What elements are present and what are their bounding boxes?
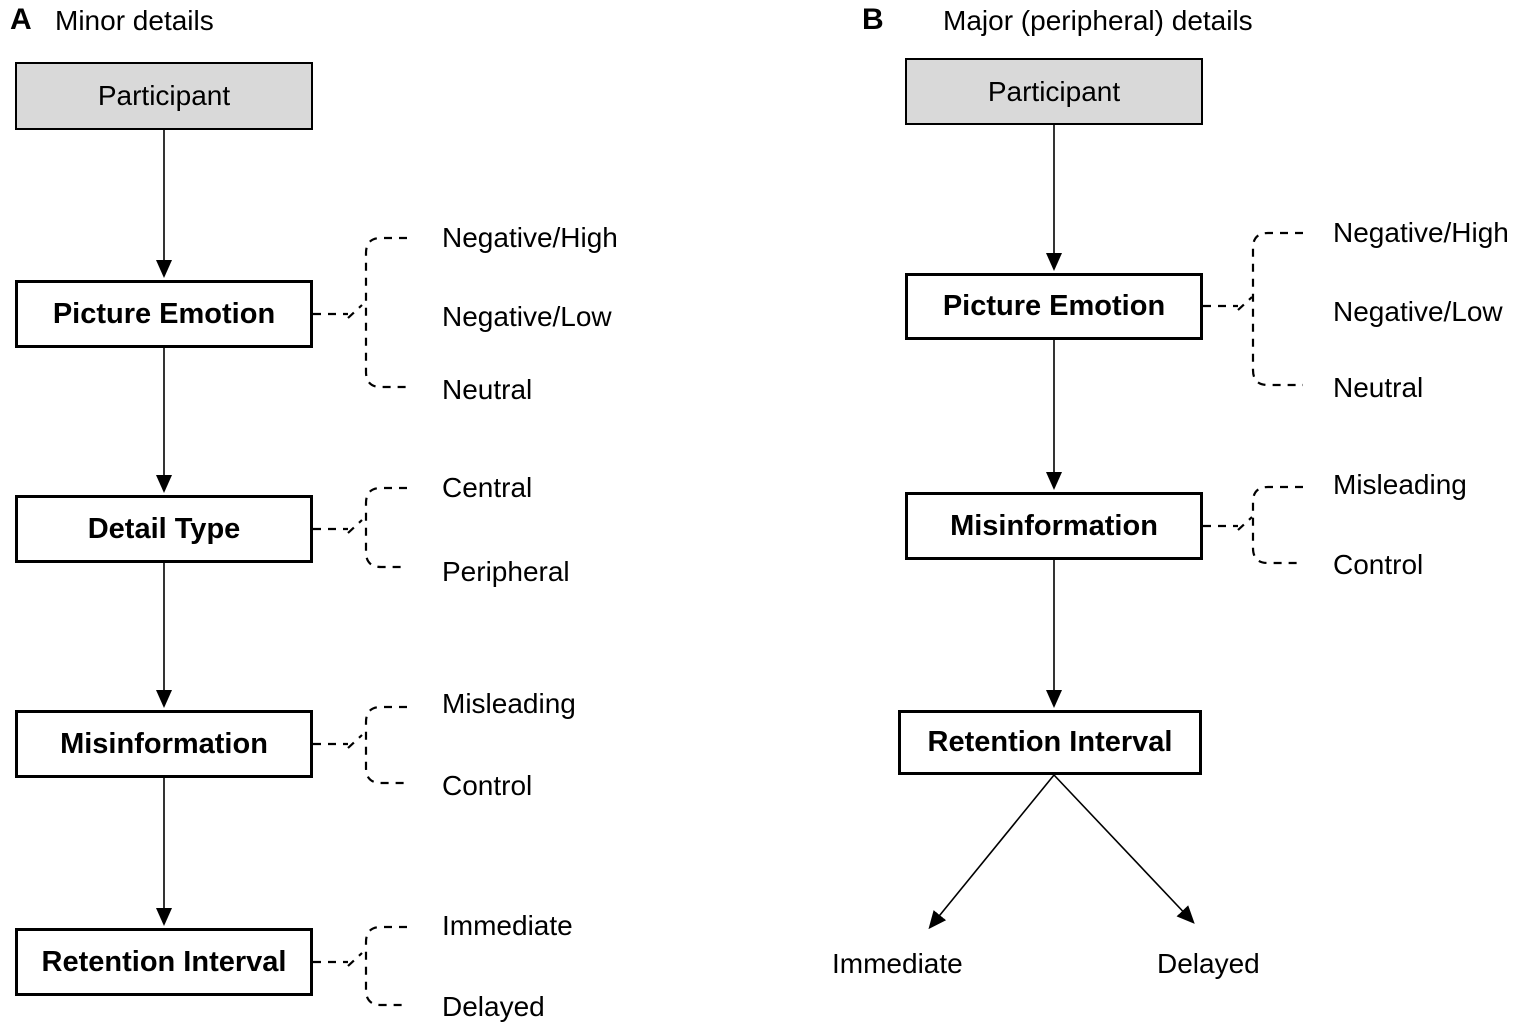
arrow-b-retention-to-immediate xyxy=(928,774,1055,930)
option-b-negative-high: Negative/High xyxy=(1333,217,1509,248)
panel-a-label: A xyxy=(10,3,32,36)
option-a-delayed: Delayed xyxy=(442,991,545,1022)
panel-b-title: Major (peripheral) details xyxy=(943,5,1253,36)
option-a-immediate: Immediate xyxy=(442,910,573,941)
node-b-retention-interval: Retention Interval xyxy=(898,710,1202,775)
terminal-b-delayed: Delayed xyxy=(1157,948,1260,979)
node-a-retention-interval: Retention Interval xyxy=(15,928,313,996)
option-b-control: Control xyxy=(1333,549,1424,580)
bracket-b-misinformation xyxy=(1203,485,1303,565)
terminal-b-immediate: Immediate xyxy=(832,948,963,979)
bracket-b-picture-emotion xyxy=(1203,231,1303,387)
option-a-misleading: Misleading xyxy=(442,688,576,719)
option-a-control: Control xyxy=(442,770,533,801)
option-a-peripheral: Peripheral xyxy=(442,556,570,587)
bracket-a-picture-emotion xyxy=(313,236,407,389)
node-b-misinformation: Misinformation xyxy=(905,492,1203,560)
option-b-negative-low: Negative/Low xyxy=(1333,296,1503,327)
bracket-a-detail-type xyxy=(313,486,407,569)
option-b-misleading: Misleading xyxy=(1333,469,1467,500)
panel-b-label: B xyxy=(862,3,884,36)
option-a-central: Central xyxy=(442,472,533,503)
option-a-negative-high: Negative/High xyxy=(442,222,618,253)
option-b-neutral: Neutral xyxy=(1333,372,1424,403)
node-a-participant: Participant xyxy=(15,62,313,130)
node-a-picture-emotion: Picture Emotion xyxy=(15,280,313,348)
panel-a-title: Minor details xyxy=(55,5,214,36)
node-b-participant: Participant xyxy=(905,58,1203,125)
node-a-misinformation: Misinformation xyxy=(15,710,313,778)
arrow-b-retention-to-delayed xyxy=(1053,774,1195,924)
node-a-detail-type: Detail Type xyxy=(15,495,313,563)
option-a-neutral: Neutral xyxy=(442,374,533,405)
bracket-a-retention xyxy=(313,925,407,1007)
bracket-a-misinformation xyxy=(313,705,407,785)
node-b-picture-emotion: Picture Emotion xyxy=(905,273,1203,340)
option-a-negative-low: Negative/Low xyxy=(442,301,612,332)
